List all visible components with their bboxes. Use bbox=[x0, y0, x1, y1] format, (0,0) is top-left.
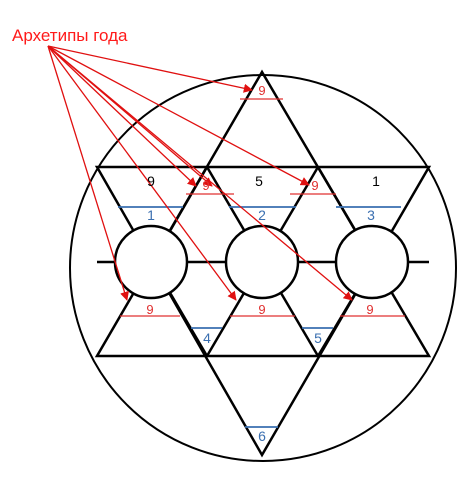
center-circle bbox=[224, 224, 300, 300]
arrow bbox=[47, 45, 353, 301]
red-nine: 9 bbox=[311, 178, 318, 193]
blue-number-6: 6 bbox=[258, 428, 266, 444]
top-number-left: 9 bbox=[147, 173, 155, 189]
red-nine: 9 bbox=[146, 302, 153, 317]
top-number-center: 5 bbox=[255, 173, 263, 189]
arrow bbox=[47, 45, 253, 93]
red-nine: 9 bbox=[258, 83, 265, 98]
blue-number-2: 2 bbox=[258, 207, 266, 223]
blue-numbers: 1 2 3 4 5 6 bbox=[147, 207, 375, 444]
red-underlines bbox=[120, 98, 405, 317]
left-circle bbox=[113, 224, 189, 300]
blue-number-1: 1 bbox=[147, 207, 155, 223]
red-nines: 9 9 9 9 9 9 bbox=[146, 83, 373, 317]
blue-number-5: 5 bbox=[314, 330, 322, 346]
arrow bbox=[47, 45, 129, 301]
blue-number-4: 4 bbox=[203, 330, 211, 346]
arrow bbox=[47, 45, 197, 187]
blue-number-3: 3 bbox=[367, 207, 375, 223]
title-label: Архетипы года bbox=[12, 26, 128, 45]
red-nine: 9 bbox=[366, 302, 373, 317]
arrow bbox=[47, 45, 310, 186]
top-numbers: 9 5 1 bbox=[147, 173, 380, 189]
red-nine: 9 bbox=[202, 178, 209, 193]
arrow bbox=[47, 45, 237, 301]
red-nine: 9 bbox=[258, 302, 265, 317]
arrows bbox=[47, 45, 353, 301]
right-circle bbox=[334, 224, 410, 300]
inner-circles bbox=[113, 224, 410, 300]
top-number-right: 1 bbox=[372, 173, 380, 189]
